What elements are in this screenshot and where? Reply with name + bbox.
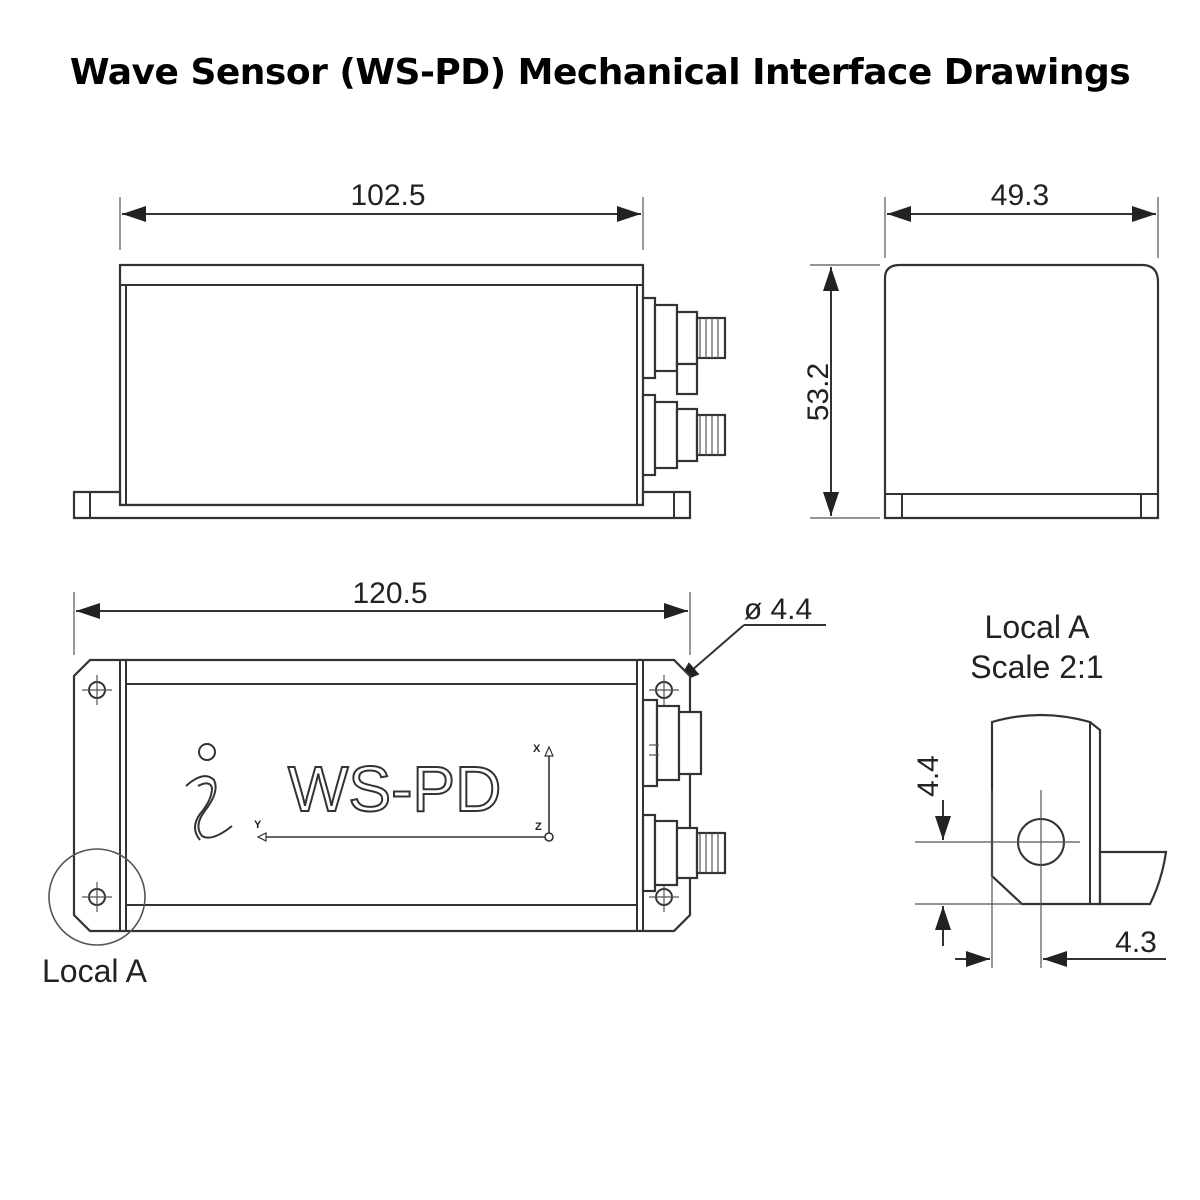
dimension-front-length: 102.5: [350, 179, 425, 212]
axis-y-label: Y: [254, 819, 262, 831]
detail-body-edge: [1098, 850, 1168, 906]
sensor-body-side: [883, 263, 1160, 520]
top-view: 120.5 ø 4.4 Local A: [42, 577, 826, 989]
sensor-body-front: [118, 263, 645, 507]
connector-lower-top: [641, 813, 727, 893]
detail-callout-circle: [48, 848, 146, 946]
mounting-hole: [82, 675, 112, 705]
detail-title: Local A: [985, 609, 1091, 645]
connector-upper-top: [641, 698, 703, 788]
dimension-top-length: 120.5: [352, 577, 427, 610]
brand-logo-icon: [185, 743, 233, 841]
front-view: 102.5: [72, 179, 727, 520]
dimension-height: 53.2: [802, 363, 835, 421]
mounting-hole: [82, 882, 112, 912]
connector-bridge: [675, 362, 699, 396]
mounting-flange-front: [72, 490, 692, 520]
mounting-hole: [649, 882, 679, 912]
connector-lower: [641, 393, 727, 477]
detail-scale: Scale 2:1: [970, 649, 1103, 685]
detail-dimension-vertical: 4.4: [912, 755, 945, 797]
detail-dimension-horizontal: 4.3: [1115, 926, 1157, 959]
dimension-side-width: 49.3: [991, 179, 1049, 212]
detail-flange-outline: [990, 713, 1102, 906]
logo-text: WS-PD: [288, 753, 501, 825]
side-view: 49.3 53.2: [802, 179, 1160, 520]
detail-view: Local A Scale 2:1 4.4 4.3: [912, 609, 1168, 968]
detail-callout-label: Local A: [42, 953, 148, 989]
page-title: Wave Sensor (WS-PD) Mechanical Interface…: [69, 52, 1131, 93]
axis-indicator: [256, 745, 554, 842]
axis-z-label: Z: [535, 821, 542, 833]
dimension-hole-diameter: ø 4.4: [744, 593, 812, 626]
axis-x-label: X: [533, 743, 541, 755]
sensor-body-top: [72, 658, 692, 933]
mounting-hole: [649, 675, 679, 705]
